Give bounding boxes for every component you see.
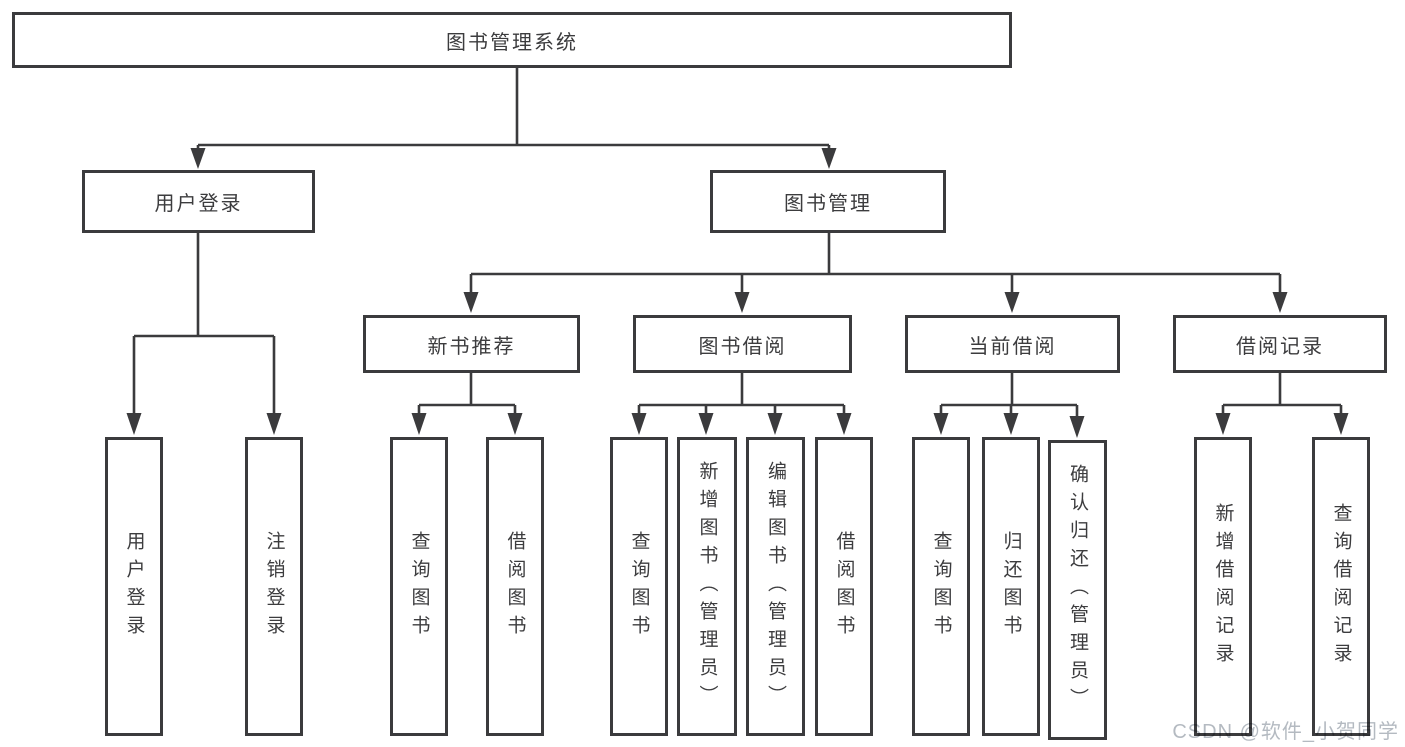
leaf-label: 注销登录 <box>263 530 285 643</box>
leaf-label: 查询借阅记录 <box>1330 502 1352 671</box>
leaf-query-books-3: 查询图书 <box>912 437 970 736</box>
leaf-logout: 注销登录 <box>245 437 303 736</box>
leaf-label: 查询图书 <box>930 530 952 643</box>
node-current-borrowing: 当前借阅 <box>905 315 1120 373</box>
node-label: 图书借阅 <box>698 335 787 358</box>
leaf-confirm-return-admin: 确认归还（管理员） <box>1048 440 1107 740</box>
leaf-add-book-admin: 新增图书（管理员） <box>677 437 737 736</box>
leaf-label: 新增图书（管理员） <box>696 460 718 713</box>
node-book-management: 图书管理 <box>710 170 946 233</box>
node-borrow-records: 借阅记录 <box>1173 315 1387 373</box>
node-book-borrowing: 图书借阅 <box>633 315 852 373</box>
leaf-label: 用户登录 <box>123 530 145 643</box>
node-user-login: 用户登录 <box>82 170 315 233</box>
node-label: 当前借阅 <box>968 335 1057 358</box>
leaf-add-borrow-record: 新增借阅记录 <box>1194 437 1252 736</box>
leaf-label: 归还图书 <box>1000 530 1022 643</box>
node-new-book-recommend: 新书推荐 <box>363 315 580 373</box>
arrowheads <box>126 148 1349 438</box>
leaf-query-books-1: 查询图书 <box>390 437 448 736</box>
node-label: 图书管理 <box>784 193 872 215</box>
leaf-query-borrow-record: 查询借阅记录 <box>1312 437 1370 736</box>
leaf-label: 新增借阅记录 <box>1212 502 1234 671</box>
node-label: 借阅记录 <box>1236 335 1324 358</box>
leaf-edit-book-admin: 编辑图书（管理员） <box>746 437 805 736</box>
node-label: 用户登录 <box>154 193 243 215</box>
watermark-text: CSDN @软件_小贺同学 <box>1172 721 1399 743</box>
leaf-label: 借阅图书 <box>833 530 855 643</box>
leaf-label: 查询图书 <box>628 530 650 643</box>
leaf-label: 查询图书 <box>408 530 430 643</box>
leaf-query-books-2: 查询图书 <box>610 437 668 736</box>
leaf-borrow-books-1: 借阅图书 <box>486 437 544 736</box>
node-label: 新书推荐 <box>427 335 516 358</box>
leaf-user-login: 用户登录 <box>105 437 163 736</box>
node-library-management-system: 图书管理系统 <box>12 12 1012 68</box>
leaf-borrow-books-2: 借阅图书 <box>815 437 873 736</box>
node-label: 图书管理系统 <box>446 31 578 54</box>
leaf-label: 确认归还（管理员） <box>1067 464 1088 716</box>
leaf-return-books: 归还图书 <box>982 437 1040 736</box>
leaf-label: 编辑图书（管理员） <box>765 460 786 713</box>
leaf-label: 借阅图书 <box>504 530 526 643</box>
